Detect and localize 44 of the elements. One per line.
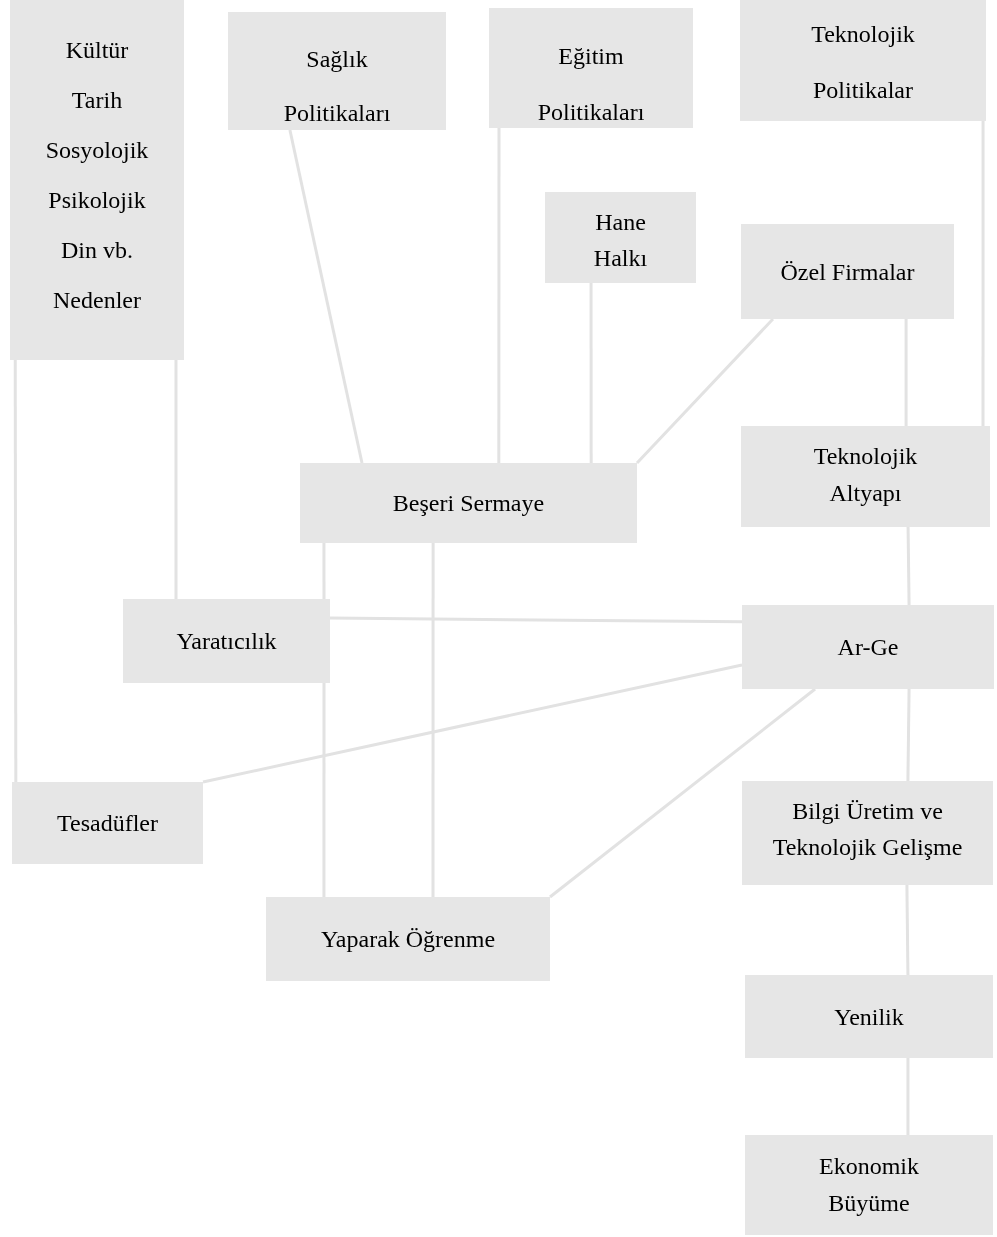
box-label: Sağlık Politikaları [282,45,392,128]
box-label: Ar-Ge [837,633,899,662]
connector-line [202,663,743,784]
box-label: Din vb. [61,236,133,265]
box-label: Ekonomik Büyüme [818,1152,920,1218]
concept-box [545,192,696,283]
box-label: Tarih [71,86,123,115]
concept-box [745,975,993,1058]
concept-box [741,224,954,319]
box-label: Sosyolojik [45,136,149,165]
box-label: Özel Firmalar [780,257,915,287]
concept-box [123,599,330,683]
box-label: Yaratıcılık [176,627,277,656]
box-label: Psikolojik [48,186,146,215]
connector-line [905,885,910,976]
box-label: Hane Halkı [592,208,649,273]
connector-line [906,688,911,782]
concept-box [10,0,184,360]
box-label: Kültür [65,36,129,65]
concept-box [228,12,446,130]
connector-line [549,687,816,899]
connector-line [906,526,911,606]
box-label: Teknolojik Altyapı [812,442,919,508]
concept-box [742,781,993,885]
box-label: Nedenler [53,286,141,315]
concept-box [12,782,203,864]
box-label: Eğitim Politikaları [536,42,646,127]
box-label: Tesadüfler [57,809,158,838]
box-label: Teknolojik Politikalar [810,20,916,105]
box-label: Yenilik [834,1002,904,1032]
connector-line [635,317,775,465]
concept-box [300,463,637,543]
concept-box [745,1135,993,1235]
concept-box [742,605,994,689]
connector-line [288,129,364,464]
concept-box [489,8,693,128]
connector-line [330,616,742,624]
concept-box [741,426,990,527]
box-label: Bilgi Üretim ve Teknolojik Gelişme [771,797,964,862]
box-label: Yaparak Öğrenme [320,925,496,954]
concept-box [266,897,550,981]
concept-box [740,0,986,121]
box-label: Beşeri Sermaye [392,489,545,518]
connector-line [13,360,18,782]
